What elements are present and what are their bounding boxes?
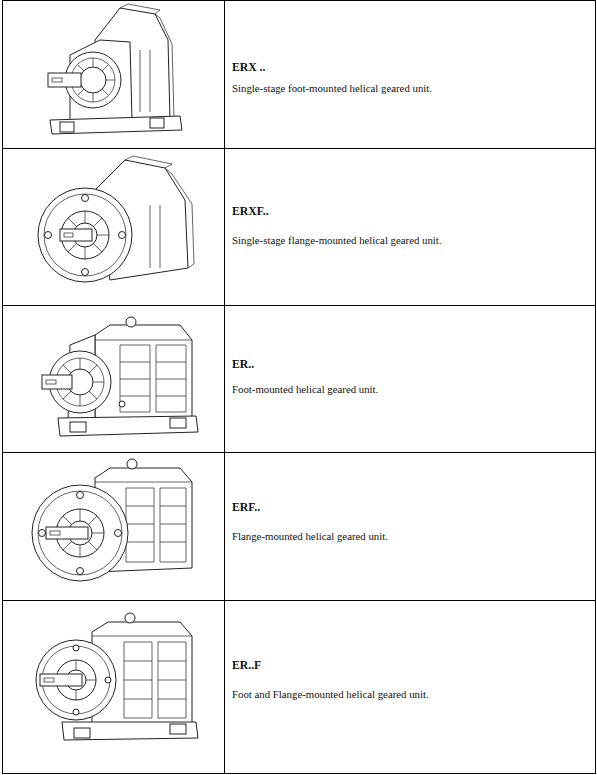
table-cell: ER.. Foot-mounted helical geared unit. <box>225 306 595 452</box>
model-description: Foot-mounted helical geared unit. <box>232 383 595 395</box>
model-description: Flange-mounted helical geared unit. <box>232 530 595 542</box>
model-code: ERF.. <box>232 501 595 514</box>
model-description: Single-stage flange-mounted helical gear… <box>232 234 595 246</box>
gear-unit-erf <box>32 459 192 581</box>
gear-unit-er-f <box>36 613 198 740</box>
table-grid <box>3 1 596 774</box>
model-description: Single-stage foot-mounted helical geared… <box>232 82 595 94</box>
gear-unit-erx <box>48 4 182 134</box>
model-code: ER.. <box>232 358 595 371</box>
table-cell: ERXF.. Single-stage flange-mounted helica… <box>225 149 595 305</box>
table-cell: ER..F Foot and Flange-mounted helical gea… <box>225 601 595 773</box>
model-description: Foot and Flange-mounted helical geared u… <box>232 688 595 700</box>
table-cell: ERF.. Flange-mounted helical geared unit. <box>225 453 595 600</box>
model-code: ERX .. <box>232 61 595 74</box>
model-code: ER..F <box>232 659 595 672</box>
table-cell: ERX .. Single-stage foot-mounted helical … <box>225 1 595 148</box>
gear-unit-erxf <box>38 156 194 282</box>
model-code: ERXF.. <box>232 205 595 218</box>
gear-unit-er <box>42 317 198 436</box>
